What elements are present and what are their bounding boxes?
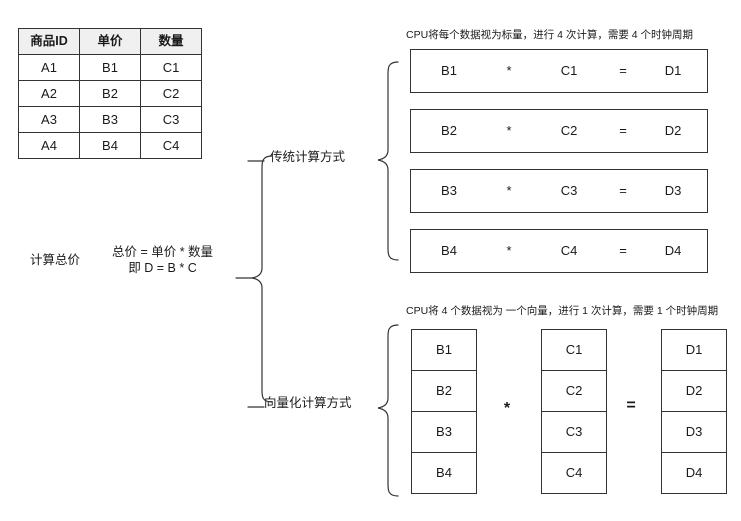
vector-column-b: B1 B2 B3 B4 xyxy=(411,329,477,494)
vector-cell: B2 xyxy=(412,371,476,412)
scalar-operand-c: C1 xyxy=(560,63,578,78)
vector-cell: C1 xyxy=(542,330,606,371)
cell-unit-price: B4 xyxy=(79,132,141,159)
vector-cell: C3 xyxy=(542,412,606,453)
scalar-operator-multiply: * xyxy=(506,183,512,198)
vector-cell: D3 xyxy=(662,412,726,453)
cell-product-id: A1 xyxy=(18,54,80,81)
vector-cell: C2 xyxy=(542,371,606,412)
formula-line-1: 总价 = 单价 * 数量 xyxy=(112,245,214,259)
vector-column-c: C1 C2 C3 C4 xyxy=(541,329,607,494)
table-row: A1 B1 C1 xyxy=(18,54,202,81)
scalar-operator-multiply: * xyxy=(506,63,512,78)
scalar-operand-b: B3 xyxy=(441,183,457,198)
table-row: A4 B4 C4 xyxy=(18,132,202,159)
scalar-equation-row: B4 * C4 = D4 xyxy=(410,229,708,273)
source-data-table: 商品ID 单价 数量 A1 B1 C1 A2 B2 C2 A3 B3 C3 xyxy=(18,28,202,159)
vector-cell: D2 xyxy=(662,371,726,412)
scalar-brace xyxy=(377,61,399,261)
vector-brace xyxy=(377,324,399,497)
scalar-operand-c: C2 xyxy=(560,123,578,138)
scalar-operator-multiply: * xyxy=(506,243,512,258)
scalar-equation-row: B3 * C3 = D3 xyxy=(410,169,708,213)
vector-operator-multiply: * xyxy=(503,400,511,417)
scalar-equation-row: B1 * C1 = D1 xyxy=(410,49,708,93)
cell-unit-price: B1 xyxy=(79,54,141,81)
column-header-product-id: 商品ID xyxy=(18,28,80,55)
caption-scalar-computation: CPU将每个数据视为标量，进行 4 次计算，需要 4 个时钟周期 xyxy=(406,29,694,41)
scalar-result-d: D1 xyxy=(664,63,682,78)
formula-line-2: 即 D = B * C xyxy=(128,261,197,275)
scalar-operator-equals: = xyxy=(619,123,627,138)
scalar-operand-b: B1 xyxy=(441,63,457,78)
scalar-operator-multiply: * xyxy=(506,123,512,138)
branch-label-traditional: 传统计算方式 xyxy=(270,150,346,164)
scalar-operand-c: C3 xyxy=(560,183,578,198)
vector-cell: C4 xyxy=(565,465,583,480)
vector-cell: D1 xyxy=(662,330,726,371)
vector-operator-equals: = xyxy=(626,397,636,414)
table-header-row: 商品ID 单价 数量 xyxy=(18,28,202,55)
vector-cell: B1 xyxy=(412,330,476,371)
scalar-operand-b: B2 xyxy=(441,123,457,138)
cell-product-id: A2 xyxy=(18,80,80,107)
main-brace xyxy=(251,155,273,403)
vector-column-d: D1 D2 D3 D4 xyxy=(661,329,727,494)
cell-product-id: A3 xyxy=(18,106,80,133)
cell-unit-price: B3 xyxy=(79,106,141,133)
scalar-operator-equals: = xyxy=(619,63,627,78)
branch-label-vectorized: 向量化计算方式 xyxy=(264,396,352,410)
cell-quantity: C2 xyxy=(140,80,202,107)
vector-cell: D4 xyxy=(685,465,703,480)
scalar-result-d: D4 xyxy=(664,243,682,258)
cell-quantity: C1 xyxy=(140,54,202,81)
task-label: 计算总价 xyxy=(30,253,81,267)
scalar-operand-c: C4 xyxy=(560,243,578,258)
scalar-result-d: D2 xyxy=(664,123,682,138)
caption-vector-computation: CPU将 4 个数据视为 一个向量，进行 1 次计算，需要 1 个时钟周期 xyxy=(406,305,719,317)
scalar-equation-row: B2 * C2 = D2 xyxy=(410,109,708,153)
scalar-operator-equals: = xyxy=(619,243,627,258)
cell-unit-price: B2 xyxy=(79,80,141,107)
formula-block: 总价 = 单价 * 数量 即 D = B * C xyxy=(112,244,213,276)
vector-cell: B3 xyxy=(412,412,476,453)
cell-quantity: C4 xyxy=(140,132,202,159)
column-header-quantity: 数量 xyxy=(140,28,202,55)
cell-quantity: C3 xyxy=(140,106,202,133)
vector-cell: B4 xyxy=(436,465,452,480)
scalar-result-d: D3 xyxy=(664,183,682,198)
table-row: A2 B2 C2 xyxy=(18,80,202,107)
column-header-unit-price: 单价 xyxy=(79,28,141,55)
table-row: A3 B3 C3 xyxy=(18,106,202,133)
scalar-operand-b: B4 xyxy=(441,243,457,258)
cell-product-id: A4 xyxy=(18,132,80,159)
scalar-operator-equals: = xyxy=(619,183,627,198)
